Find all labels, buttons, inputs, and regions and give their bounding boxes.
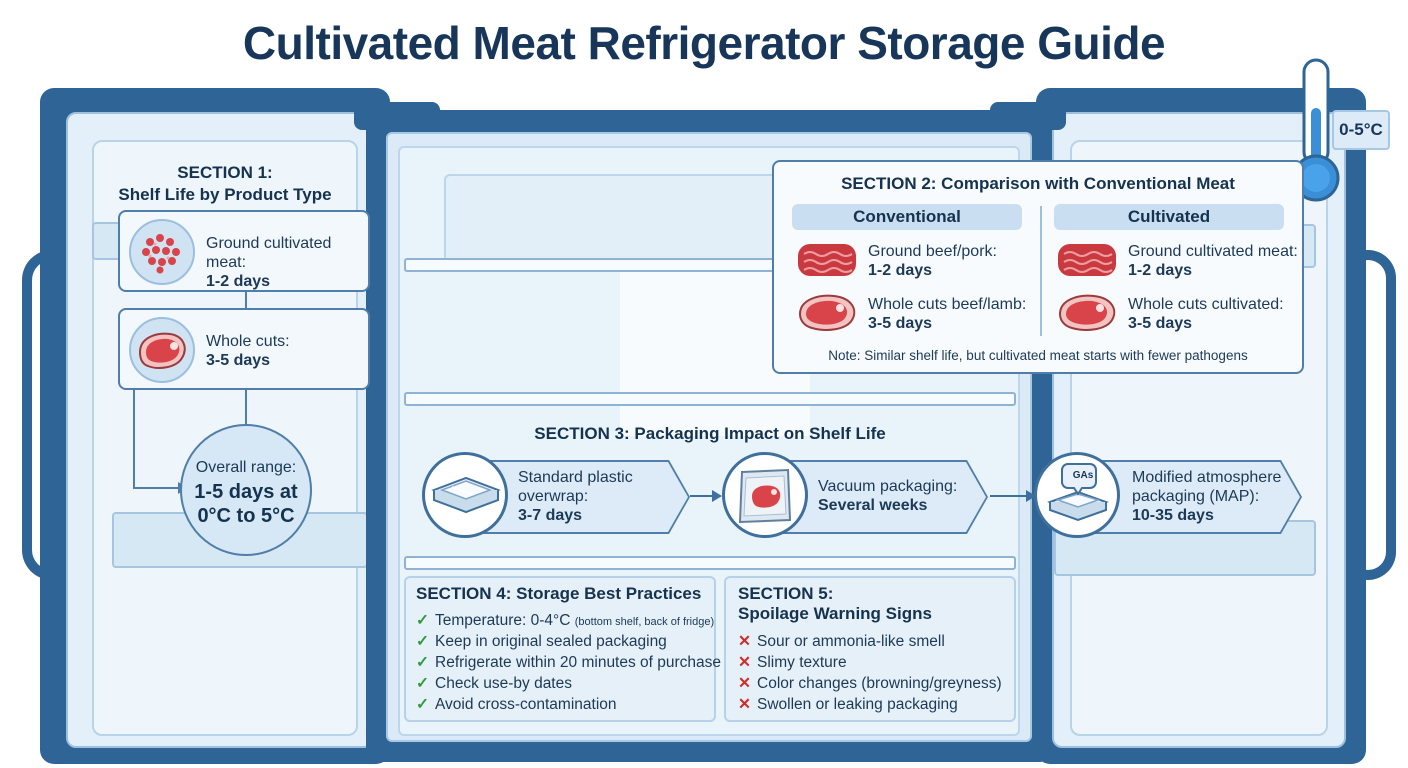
section-2-cult-row-1: Ground cultivated meat: 1-2 days: [1128, 242, 1300, 280]
map-tray-icon: [1047, 463, 1109, 522]
cross-icon: ✕: [738, 675, 751, 692]
section-3-step-1-value: 3-7 days: [518, 507, 583, 524]
ground-meat-icon: [129, 219, 195, 285]
section-2-conv-row-2-label: Whole cuts beef/lamb:: [868, 296, 1027, 313]
section-1-title-line1: SECTION 1:: [177, 163, 273, 182]
section-1-item-whole-label: Whole cuts:: [206, 333, 290, 350]
section-5-title: SECTION 5: Spoilage Warning Signs: [738, 584, 932, 624]
section-2-heading-cultivated: Cultivated: [1054, 204, 1284, 230]
thermometer-icon: [1292, 58, 1340, 202]
section-1-overall-label: Overall range:: [195, 459, 297, 476]
section-2-cult-row-1-value: 1-2 days: [1128, 262, 1193, 279]
section-1-overall-value-line2: 0°C to 5°C: [197, 505, 295, 527]
section-5-title-line1: SECTION 5:: [738, 584, 834, 603]
section-4-item-4: ✓ Check use-by dates: [416, 674, 572, 693]
section-2: SECTION 2: Comparison with Conventional …: [772, 160, 1304, 374]
section-3-arrow-1: [690, 490, 722, 502]
section-4-item-1: ✓ Temperature: 0-4°C (bottom shelf, back …: [416, 611, 714, 630]
ground-meat-icon: [1058, 244, 1116, 276]
section-3-title: SECTION 3: Packaging Impact on Shelf Lif…: [534, 424, 886, 443]
section-1-item-whole: Whole cuts: 3-5 days: [118, 308, 370, 390]
section-1-item-whole-value: 3-5 days: [206, 352, 271, 369]
section-4-item-1-note: (bottom shelf, back of fridge): [574, 616, 715, 628]
section-2-heading-conventional: Conventional: [792, 204, 1022, 230]
section-3-step-1-label-line2: overwrap:: [518, 488, 589, 505]
temperature-label: 0-5°C: [1339, 120, 1383, 139]
section-2-cult-row-2-value: 3-5 days: [1128, 315, 1193, 332]
section-5-item-1: ✕ Sour or ammonia-like smell: [738, 632, 945, 651]
section-4: SECTION 4: Storage Best Practices ✓ Tempe…: [404, 576, 721, 722]
section-3-step-3-text: Modified atmosphere packaging (MAP): 10-…: [1132, 468, 1292, 525]
section-2-conv-row-2: Whole cuts beef/lamb: 3-5 days: [868, 295, 1038, 333]
section-3-step-3-label-line1: Modified atmosphere: [1132, 469, 1282, 486]
section-2-conv-row-1-value: 1-2 days: [868, 262, 933, 279]
section-4-title: SECTION 4: Storage Best Practices: [416, 584, 702, 603]
section-1-title: SECTION 1: Shelf Life by Product Type: [100, 162, 350, 206]
vacuum-pack-icon: [738, 468, 792, 524]
section-3-step-3-label-line2: packaging (MAP):: [1132, 488, 1260, 505]
steak-icon: [1058, 294, 1116, 331]
temperature-badge: 0-5°C: [1332, 110, 1390, 150]
section-3-step-2-label-line1: Vacuum packaging:: [818, 478, 958, 495]
page-title: Cultivated Meat Refrigerator Storage Gui…: [242, 17, 1166, 69]
section-4-item-4-text: Check use-by dates: [435, 675, 572, 692]
section-1-item-ground-value: 1-2 days: [206, 273, 271, 290]
section-2-conv-row-2-value: 3-5 days: [868, 315, 933, 332]
check-icon: ✓: [416, 633, 429, 650]
section-3-gas-label: GAs: [1072, 470, 1094, 481]
section-5-item-3: ✕ Color changes (browning/greyness): [738, 674, 1002, 693]
section-1-item-whole-text: Whole cuts: 3-5 days: [206, 332, 370, 370]
steak-icon: [129, 317, 195, 383]
section-1-overall-circle: Overall range: 1-5 days at 0°C to 5°C: [180, 424, 312, 556]
section-2-cult-row-2: Whole cuts cultivated: 3-5 days: [1128, 295, 1300, 333]
section-5-item-2-text: Slimy texture: [757, 654, 847, 671]
section-4-item-2-text: Keep in original sealed packaging: [435, 633, 667, 650]
shelf-3: [404, 556, 1016, 570]
plastic-tray-icon: [431, 476, 501, 514]
section-5-item-4: ✕ Swollen or leaking packaging: [738, 695, 958, 714]
check-icon: ✓: [416, 696, 429, 713]
section-2-divider: [1040, 206, 1042, 336]
section-4-item-2: ✓ Keep in original sealed packaging: [416, 632, 667, 651]
right-door-handle[interactable]: [1340, 250, 1396, 580]
check-icon: ✓: [416, 654, 429, 671]
section-5-item-2: ✕ Slimy texture: [738, 653, 847, 672]
section-5-item-4-text: Swollen or leaking packaging: [757, 696, 958, 713]
section-5: SECTION 5: Spoilage Warning Signs ✕ Sour …: [724, 576, 1016, 722]
section-3-arrow-2: [990, 490, 1036, 502]
shelf-2: [404, 392, 1016, 406]
section-2-note: Note: Similar shelf life, but cultivated…: [828, 348, 1248, 363]
section-3-step-2-text: Vacuum packaging: Several weeks: [818, 477, 978, 515]
ground-meat-icon: [798, 244, 856, 276]
cross-icon: ✕: [738, 654, 751, 671]
section-2-conv-row-1-label: Ground beef/pork:: [868, 243, 997, 260]
section-4-item-5: ✓ Avoid cross-contamination: [416, 695, 617, 714]
check-icon: ✓: [416, 612, 429, 629]
section-1-item-ground: Ground cultivated meat: 1-2 days: [118, 210, 370, 292]
section-4-item-3-text: Refrigerate within 20 minutes of purchas…: [435, 654, 722, 671]
section-2-title: SECTION 2: Comparison with Conventional …: [841, 174, 1235, 193]
section-2-conv-row-1: Ground beef/pork: 1-2 days: [868, 242, 1038, 280]
cross-icon: ✕: [738, 696, 751, 713]
steak-icon: [798, 294, 856, 331]
section-1-item-ground-text: Ground cultivated meat: 1-2 days: [206, 234, 370, 291]
check-icon: ✓: [416, 675, 429, 692]
section-1-item-ground-label: Ground cultivated meat:: [206, 235, 332, 271]
left-door-handle[interactable]: [22, 250, 82, 580]
section-2-cult-row-1-label: Ground cultivated meat:: [1128, 243, 1298, 260]
section-1-title-line2: Shelf Life by Product Type: [118, 185, 332, 204]
section-3-step-2-value: Several weeks: [818, 497, 928, 514]
section-4-item-5-text: Avoid cross-contamination: [435, 696, 617, 713]
section-5-item-1-text: Sour or ammonia-like smell: [757, 633, 945, 650]
section-5-title-line2: Spoilage Warning Signs: [738, 604, 932, 623]
section-3-step-1-text: Standard plastic overwrap: 3-7 days: [518, 468, 678, 525]
section-4-item-1-text: Temperature: 0-4°C: [435, 612, 571, 629]
section-2-cult-row-2-label: Whole cuts cultivated:: [1128, 296, 1284, 313]
section-1-overall-value-line1: 1-5 days at: [194, 481, 298, 503]
section-4-item-3: ✓ Refrigerate within 20 minutes of purcha…: [416, 653, 721, 672]
section-5-item-3-text: Color changes (browning/greyness): [757, 675, 1002, 692]
section-3-step-3-value: 10-35 days: [1132, 507, 1214, 524]
section-3-step-1-label-line1: Standard plastic: [518, 469, 633, 486]
cross-icon: ✕: [738, 633, 751, 650]
